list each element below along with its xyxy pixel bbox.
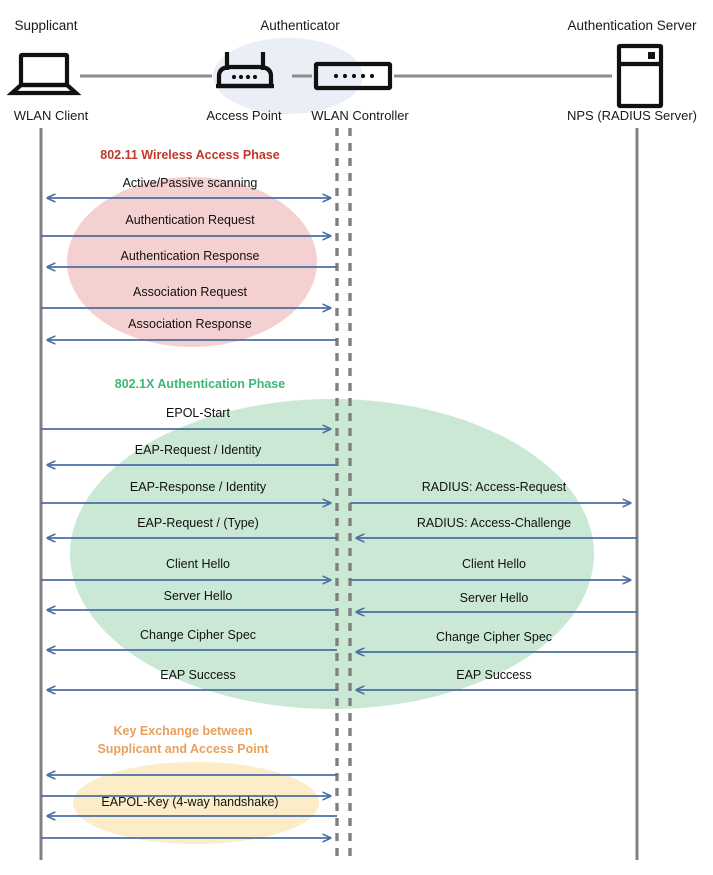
actor-device-access-point: Access Point (206, 108, 282, 123)
message-label: Client Hello (166, 557, 230, 571)
actor-device-nps: NPS (RADIUS Server) (567, 108, 697, 123)
message-label: EAP Success (456, 668, 532, 682)
message-label: EAP-Response / Identity (130, 480, 267, 494)
phase-title-key-exchange-line2: Supplicant and Access Point (97, 742, 269, 756)
actor-device-wlan-controller: WLAN Controller (311, 108, 409, 123)
message-label: Server Hello (460, 591, 529, 605)
actor-role-authenticator: Authenticator (260, 18, 340, 33)
wlan-controller-icon (313, 61, 393, 91)
authenticator-halo (213, 38, 363, 114)
message-label: Change Cipher Spec (436, 630, 552, 644)
message-label: Authentication Request (125, 213, 255, 227)
message-label: RADIUS: Access-Request (422, 480, 567, 494)
message-label: Change Cipher Spec (140, 628, 256, 642)
message-label: Server Hello (164, 589, 233, 603)
phase-title-key-exchange-line1: Key Exchange between (114, 724, 253, 738)
message-label: Association Response (128, 317, 252, 331)
message-label: Association Request (133, 285, 247, 299)
message-label: Active/Passive scanning (123, 176, 258, 190)
message-label: Client Hello (462, 557, 526, 571)
access-point-icon (216, 52, 274, 89)
actor-device-wlan-client: WLAN Client (14, 108, 89, 123)
phase-title-dot1x: 802.1X Authentication Phase (115, 377, 285, 391)
message-label: RADIUS: Access-Challenge (417, 516, 571, 530)
server-icon (616, 43, 664, 109)
message-label: EAP-Request / (Type) (137, 516, 259, 530)
actor-role-auth-server: Authentication Server (567, 18, 697, 33)
key-exchange-center-label: EAPOL-Key (4-way handshake) (101, 795, 278, 809)
phase-ellipse-wireless-access (67, 177, 317, 347)
phase-title-wireless-access: 802.11 Wireless Access Phase (100, 148, 279, 162)
message-label: Authentication Response (121, 249, 260, 263)
message-label: EAP-Request / Identity (135, 443, 262, 457)
message-label: EAP Success (160, 668, 236, 682)
laptop-icon (6, 52, 82, 96)
phase-ellipse-key-exchange (73, 762, 319, 844)
phase-ellipse-dot1x (70, 399, 594, 709)
message-label: EPOL-Start (166, 406, 230, 420)
actor-role-supplicant: Supplicant (14, 18, 77, 33)
